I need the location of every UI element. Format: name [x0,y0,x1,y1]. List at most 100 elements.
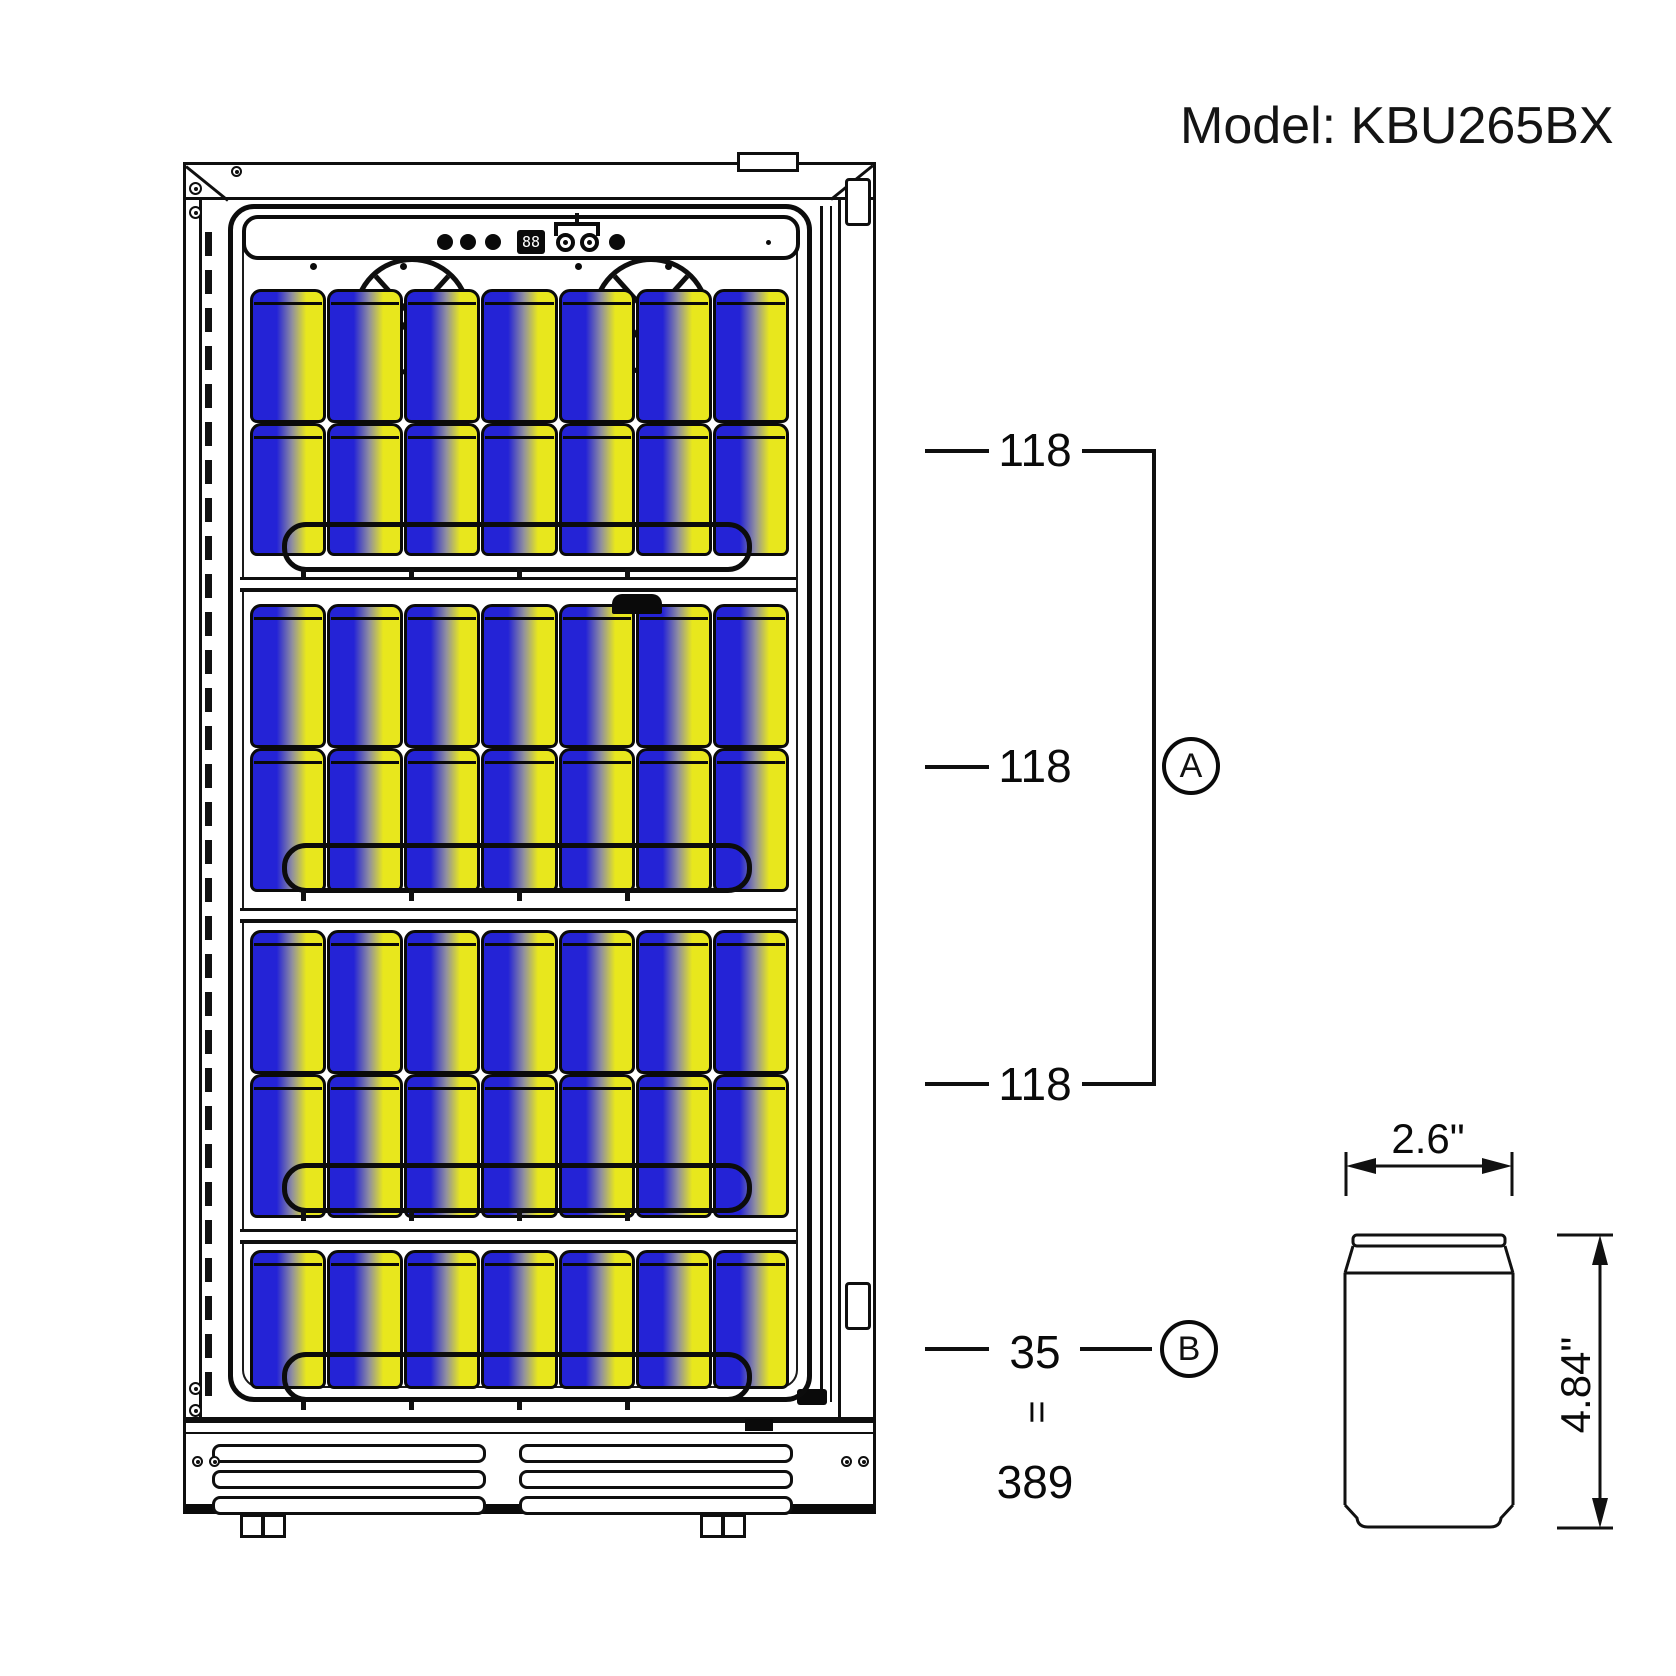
control-button-icon [460,234,476,250]
beverage-can [712,289,789,423]
kickplate-top-line [183,1432,876,1434]
cabinet-screw [189,182,202,195]
dim-leader-line [1080,1347,1152,1351]
beverage-can [327,423,404,556]
control-button-icon [485,234,501,250]
beverage-can [404,289,481,423]
beverage-can [404,1250,481,1389]
wire-rack [282,843,752,901]
beverage-can [250,930,327,1074]
dim-label-118-top: 118 [998,424,1072,476]
can-width-label: 2.6" [1391,1115,1465,1162]
dim-label-118-bottom: 118 [998,1058,1072,1110]
kickplate-screw [858,1456,869,1467]
light-bracket-stem [575,213,579,222]
can-row [250,930,789,1074]
leveling-foot [700,1514,746,1538]
vent-slot [212,1470,486,1489]
top-hinge-bracket [737,152,799,172]
vent-slot [519,1470,793,1489]
kickplate-latch [745,1419,773,1431]
beverage-can [327,930,404,1074]
fan-mount-screw [400,263,407,270]
dim-leader-line [925,449,989,453]
vent-slot [212,1444,486,1463]
cabinet-screw [189,1382,202,1395]
cabinet-top-inner-line [183,197,876,200]
beverage-can [481,748,558,892]
door-edge-line-1 [820,206,823,1402]
beverage-can [404,930,481,1074]
vent-slot [519,1496,793,1515]
wire-rack [282,1352,752,1410]
cabinet-screw [189,1404,202,1417]
shelf [240,577,796,592]
can-detail-drawing [1343,1152,1613,1530]
beverage-can [558,1250,635,1389]
light-bracket-icon [554,222,600,236]
kickplate-screw [192,1456,203,1467]
beverage-can [635,423,712,556]
vent-group-left [212,1444,486,1522]
right-wall-line [838,197,841,1420]
beverage-can [250,748,327,892]
beverage-can [558,289,635,423]
beverage-can [558,930,635,1074]
dim-leader-line [925,1347,989,1351]
beverage-can [481,930,558,1074]
beverage-can [635,289,712,423]
beverage-can [635,1250,712,1389]
beverage-can [712,604,789,748]
can-row [250,748,789,892]
beverage-can [327,1250,404,1389]
dim-label-118-mid: 118 [998,740,1072,792]
beverage-can [558,748,635,892]
beverage-can [327,289,404,423]
beverage-can [404,423,481,556]
right-hinge-plate-top [845,178,871,226]
can-row [250,289,789,423]
vent-slot [212,1496,486,1515]
shelf [240,1229,796,1244]
dim-label-389: 389 [996,1456,1074,1508]
door-gasket-dashes [205,232,212,1396]
beverage-can [327,1074,404,1218]
dim-leader-line [925,765,989,769]
dim-bracket-bottom [1082,1082,1156,1086]
dim-bracket-vertical [1152,449,1156,1086]
beverage-can [712,1250,789,1389]
beverage-can [481,1250,558,1389]
beverage-can [250,289,327,423]
temperature-display: 88 [517,230,545,254]
beverage-can [635,930,712,1074]
wire-rack [282,522,752,580]
vent-slot [519,1444,793,1463]
beverage-can [635,748,712,892]
leveling-foot [240,1514,286,1538]
beverage-can [481,423,558,556]
kickplate-screw [841,1456,852,1467]
vent-group-right [519,1444,793,1522]
beverage-can [481,604,558,748]
door-edge-line-2 [830,206,832,1402]
knob-icon [556,233,575,252]
beverage-can [712,930,789,1074]
section-a-badge: A [1162,737,1220,795]
kickplate-screw [209,1456,220,1467]
shelf [240,908,796,923]
control-button-icon [609,234,625,250]
can-row [250,604,789,748]
dim-bracket-top [1082,449,1156,453]
dim-label-35: 35 [1009,1326,1061,1378]
cabinet-screw [189,206,202,219]
right-hinge-plate-bottom [845,1282,871,1330]
beverage-can [327,604,404,748]
beverage-can [250,604,327,748]
section-b-badge: B [1160,1320,1218,1378]
beverage-can [635,1074,712,1218]
beverage-can [558,604,635,748]
model-title: Model: KBU265BX [1180,97,1614,155]
beverage-can [404,1074,481,1218]
beverage-can [404,604,481,748]
